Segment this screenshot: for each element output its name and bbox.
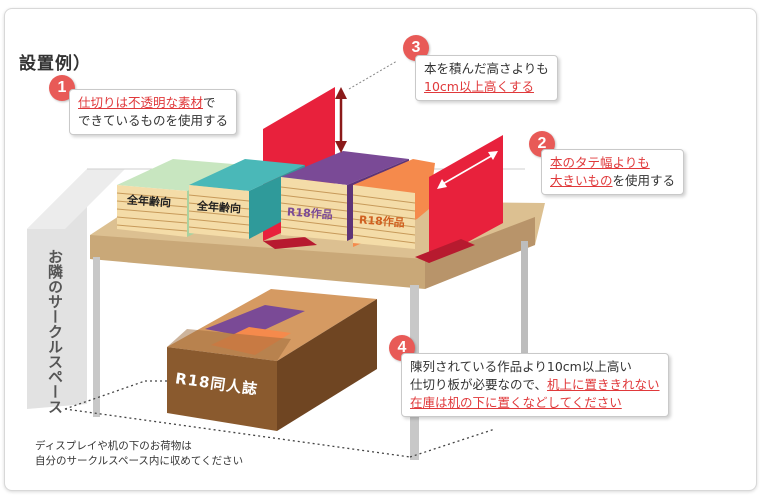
- footnote-line2: 自分のサークルスペース内に収めてください: [35, 455, 244, 467]
- callout-4: 陳列されている作品より10cm以上高い 仕切り板が必要なので、机上に置ききれない…: [401, 353, 669, 417]
- callout3-line1: 本を積んだ高さよりも: [424, 61, 549, 76]
- book-label-r18-1: R18作品: [286, 205, 334, 222]
- diagram-frame: 設置例）: [4, 8, 757, 491]
- callout-1: 仕切りは不透明な素材で できているものを使用する: [69, 89, 238, 135]
- footnote-line1: ディスプレイや机の下のお荷物は: [35, 440, 192, 452]
- page-title: 設置例）: [19, 54, 91, 74]
- callout2-highlight-line2: 大きいもの: [550, 173, 613, 188]
- callout1-line2: できているものを使用する: [78, 113, 229, 128]
- neighbor-space-panel: [27, 169, 125, 409]
- book-purple: [280, 151, 409, 241]
- footnote: ディスプレイや机の下のお荷物は 自分のサークルスペース内に収めてください: [35, 439, 243, 469]
- callout2-rest: を使用する: [612, 173, 676, 188]
- callout4-line3-highlight: 在庫は机の下に置くなどしてください: [410, 395, 622, 410]
- book-label-r18-2: R18作品: [358, 213, 406, 230]
- book-label-all-ages-1: 全年齢向: [126, 193, 172, 210]
- book-orange: [352, 159, 435, 249]
- callout4-line2-highlight: 机上に置ききれない: [547, 377, 660, 392]
- callout-2: 本のタテ幅よりも 大きいものを使用する: [541, 149, 685, 195]
- callout4-line1: 陳列されている作品より10cm以上高い: [410, 359, 632, 374]
- callout1-highlight: 仕切りは不透明な素材: [78, 95, 204, 110]
- setup-illustration: [27, 60, 545, 460]
- callout4-line2-plain: 仕切り板が必要なので、: [410, 377, 548, 392]
- callout3-leader: [348, 60, 398, 90]
- stock-box: [167, 289, 377, 431]
- callout-3: 本を積んだ高さよりも 10cm以上高くする: [415, 55, 558, 101]
- callout1-rest: で: [203, 95, 216, 110]
- divider-front: [415, 135, 503, 263]
- callout3-highlight: 10cm以上高くする: [424, 79, 534, 94]
- neighbor-space-label: お隣のサークルスペース: [46, 249, 64, 414]
- book-label-all-ages-2: 全年齢向: [196, 199, 242, 216]
- width-arrow: [437, 151, 498, 189]
- callout2-highlight-line1: 本のタテ幅よりも: [550, 155, 650, 170]
- height-arrow: [335, 87, 347, 153]
